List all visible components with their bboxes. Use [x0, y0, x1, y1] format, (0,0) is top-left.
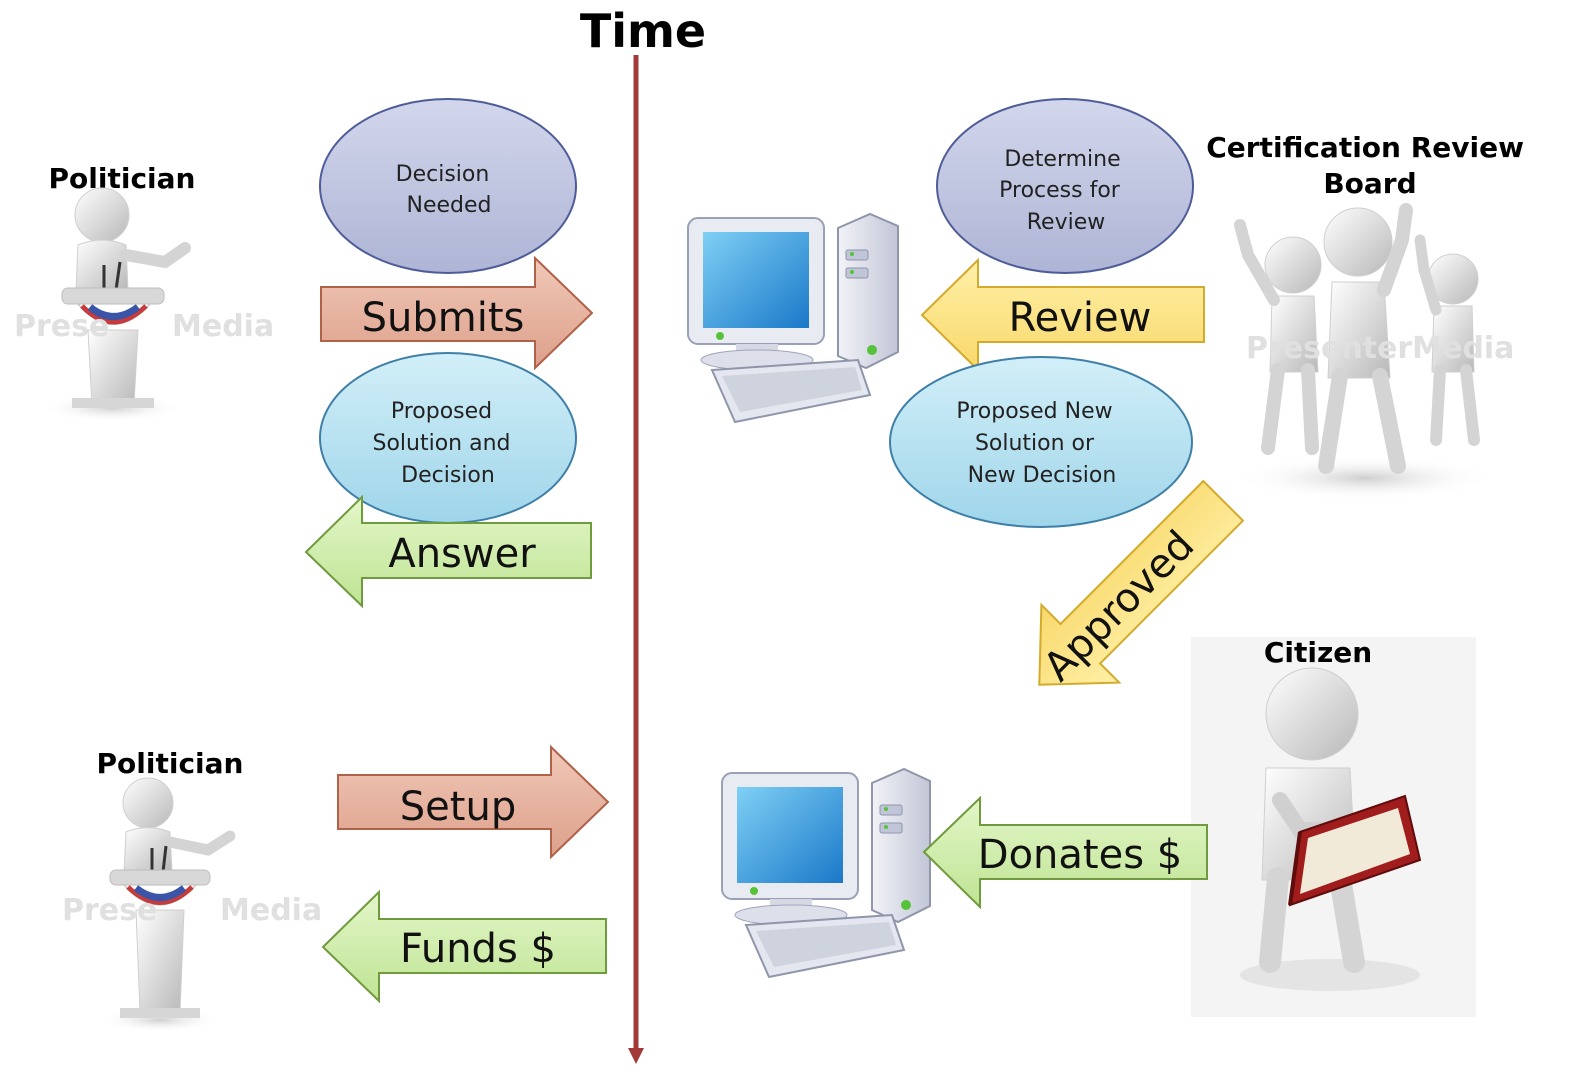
- ellipse-determine-process-line2: Process for: [999, 178, 1121, 203]
- ellipse-proposed-solution-line2: Solution and: [372, 431, 510, 456]
- svg-text:Decision Needed: Decision Needed: [396, 162, 497, 218]
- ellipse-proposed-solution-line3: Decision: [401, 463, 495, 488]
- board-label-line1: Certification Review: [1206, 131, 1524, 164]
- timeline-line: [628, 55, 644, 1064]
- arrow-approved-label: Approved: [1035, 522, 1203, 690]
- ellipse-proposed-solution-line1: Proposed: [391, 399, 492, 424]
- arrow-review-label: Review: [1009, 295, 1152, 341]
- computer-bottom-icon: [721, 767, 931, 979]
- politician-bottom-figure: [98, 777, 236, 1032]
- arrow-funds: Funds $: [321, 889, 607, 1004]
- svg-text:Certification Review Board: Certification Review Board: [1206, 131, 1533, 200]
- ellipse-determine-process-line1: Determine: [1004, 147, 1120, 172]
- arrow-donates: Donates $: [922, 795, 1208, 910]
- arrow-answer: Answer: [304, 494, 592, 609]
- arrow-submits-label: Submits: [362, 295, 525, 341]
- arrow-setup: Setup: [337, 744, 610, 860]
- svg-text:Proposed Solution and: Proposed Solution and Decision: [372, 399, 517, 488]
- svg-text:Determine Process for: Determine Process for Review: [999, 147, 1128, 235]
- citizen-figure: [1240, 667, 1422, 991]
- svg-text:Proposed New Solution or: Proposed New Solution or New Decision: [956, 399, 1119, 488]
- ellipse-proposed-new: Proposed New Solution or New Decision: [889, 356, 1193, 528]
- board-figures: [1234, 203, 1495, 500]
- citizen-label: Citizen: [1264, 636, 1372, 669]
- board-label-line2: Board: [1323, 167, 1416, 200]
- ellipse-determine-process-line3: Review: [1027, 210, 1106, 235]
- arrow-answer-label: Answer: [388, 531, 536, 577]
- ellipse-proposed-solution: Proposed Solution and Decision: [319, 352, 577, 524]
- politician-bottom-label: Politician: [97, 747, 244, 780]
- arrow-funds-label: Funds $: [400, 926, 556, 972]
- computer-top-icon: [687, 212, 899, 424]
- arrow-setup-label: Setup: [400, 784, 516, 830]
- ellipse-decision-needed: Decision Needed: [319, 98, 577, 274]
- ellipse-proposed-new-line3: New Decision: [968, 463, 1117, 488]
- arrow-donates-label: Donates $: [978, 832, 1182, 878]
- politician-top-figure: [42, 187, 191, 422]
- ellipse-decision-needed-line1: Decision: [396, 162, 490, 187]
- politician-bottom-watermark: Prese Media: [62, 893, 322, 928]
- politician-top-label: Politician: [49, 162, 196, 195]
- ellipse-determine-process: Determine Process for Review: [936, 98, 1194, 274]
- ellipse-decision-needed-line2: Needed: [407, 193, 492, 218]
- board-watermark: PresenterMedia: [1246, 331, 1514, 366]
- ellipse-proposed-new-line2: Solution or: [975, 431, 1095, 456]
- ellipse-proposed-new-line1: Proposed New: [956, 399, 1112, 424]
- arrow-review: Review: [920, 257, 1205, 373]
- diagram-title: Time: [580, 4, 706, 58]
- arrow-submits: Submits: [320, 255, 594, 371]
- politician-top-watermark: Prese Media: [14, 309, 274, 344]
